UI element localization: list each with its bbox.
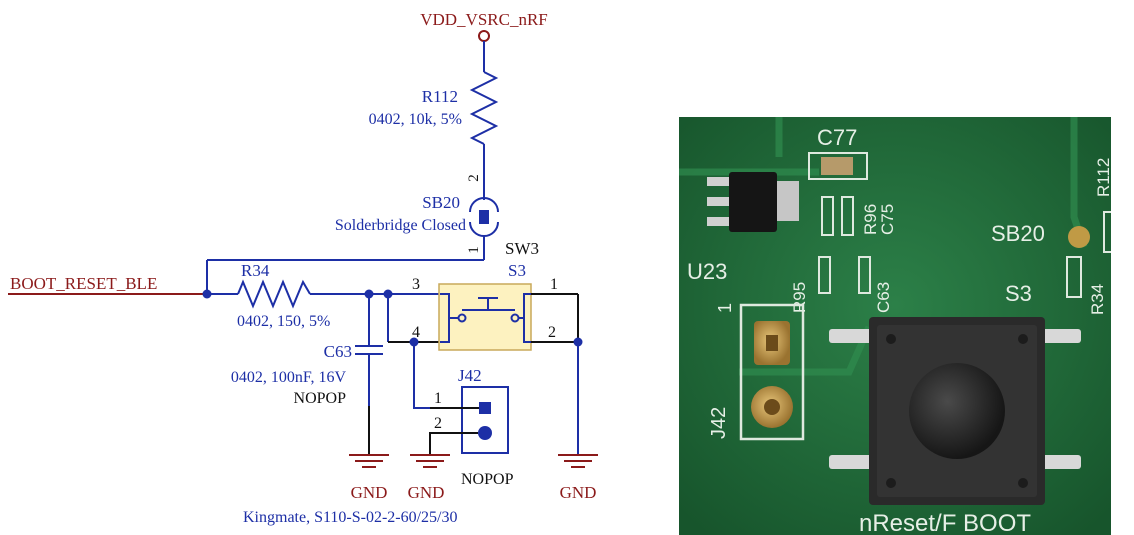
switch-right-contact (519, 293, 531, 319)
j42-outline (739, 303, 805, 441)
silk-j42: J42 (708, 407, 730, 439)
header-j42-body (461, 386, 509, 454)
header-j42-pin2 (478, 426, 492, 440)
s3-button-cap (909, 363, 1005, 459)
r96-pad (821, 196, 834, 236)
switch-right-node (510, 313, 520, 323)
u23-pad (707, 197, 729, 206)
gnd-symbol-c63 (349, 454, 389, 468)
r112-ref: R112 (422, 87, 458, 106)
u23-chip (729, 172, 777, 232)
j42-pin1-label: 1 (434, 390, 442, 407)
silk-r34: R34 (1088, 284, 1107, 315)
silk-s3: S3 (1005, 281, 1032, 306)
switch-left-contact-lower (440, 318, 450, 343)
r34-pad (1066, 256, 1082, 298)
c77-outline (808, 152, 868, 180)
c75-pad (841, 196, 854, 236)
j42-pin2-label: 2 (434, 415, 442, 432)
u23-pad (707, 217, 729, 226)
r112-value: 0402, 10k, 5% (369, 111, 462, 128)
sb20-value: Solderbridge Closed (335, 217, 466, 234)
vdd-terminal (478, 30, 490, 42)
gnd-label-switch: GND (560, 483, 597, 502)
resistor-r112 (469, 71, 499, 145)
sb20-ref: SB20 (422, 193, 460, 212)
solderbridge-sb20-bottom (469, 221, 499, 237)
gnd-symbol-switch (558, 454, 598, 468)
j42-part: Kingmate, S110-S-02-2-60/25/30 (243, 509, 458, 526)
silk-r112: R112 (1094, 158, 1111, 197)
j42-nopop: NOPOP (461, 471, 514, 488)
silk-r96: R96 (861, 204, 880, 235)
switch-pin2-label: 2 (548, 324, 556, 341)
silk-r95: R95 (790, 282, 809, 313)
u23-pad (707, 177, 729, 186)
schematic-diagram: VDD_VSRC_nRF R112 0402, 10k, 5% 2 SB20 S… (8, 10, 598, 526)
s3-leg (829, 329, 877, 343)
s3-leg (1039, 455, 1081, 469)
sb20-pin1-label: 1 (466, 246, 482, 254)
switch-right-contact-lower (523, 318, 531, 343)
r34-ref: R34 (241, 261, 270, 280)
resistor-r34 (237, 279, 311, 309)
silk-j42-pin1: 1 (715, 303, 735, 313)
wire-j42-pin2 (429, 432, 478, 454)
header-j42-pin1 (479, 402, 491, 414)
gnd-symbol-j42 (410, 454, 450, 468)
r34-value: 0402, 150, 5% (237, 313, 330, 330)
net-label-boot-reset-ble: BOOT_RESET_BLE (10, 274, 157, 293)
j42-pad1-hole (766, 335, 778, 351)
u23-pad (777, 181, 799, 221)
solderbridge-sb20-top (469, 197, 499, 213)
c77-capacitor (821, 157, 853, 175)
silk-caption: nReset/F BOOT (859, 510, 1031, 535)
gnd-label-c63: GND (351, 483, 388, 502)
sb20-solderbridge (1068, 226, 1090, 248)
c63-ref: C63 (324, 342, 352, 361)
c63-value: 0402, 100nF, 16V (231, 369, 347, 386)
silk-c75: C75 (878, 204, 897, 235)
j42-pad2-hole (764, 399, 780, 415)
r95-pad (818, 256, 831, 294)
c63-nopop: NOPOP (294, 390, 347, 407)
silk-c63: C63 (874, 282, 893, 313)
silk-sb20: SB20 (991, 221, 1045, 246)
switch-pin3-label: 3 (412, 276, 420, 293)
c63-pad (858, 256, 871, 294)
s3-corner-dot (886, 478, 896, 488)
s3-leg (829, 455, 877, 469)
r112-pad (1103, 211, 1111, 253)
silk-c77: C77 (817, 125, 857, 150)
switch-s3-body (438, 283, 532, 351)
switch-left-contact (440, 293, 458, 319)
sw3-ref: SW3 (505, 239, 539, 258)
switch-left-node (457, 313, 467, 323)
s3-ref: S3 (508, 261, 526, 280)
vdd-label: VDD_VSRC_nRF (420, 10, 548, 29)
solderbridge-sb20-link (479, 210, 489, 224)
switch-pin4-label: 4 (412, 324, 420, 341)
silk-u23: U23 (687, 259, 727, 284)
gnd-label-j42: GND (408, 483, 445, 502)
pcb-photo: U23 C77 R96 C75 R95 C63 SB20 R112 R34 S3… (679, 117, 1111, 535)
s3-leg (1039, 329, 1081, 343)
s3-corner-dot (1018, 478, 1028, 488)
s3-corner-dot (886, 334, 896, 344)
sb20-pin2-label: 2 (466, 174, 482, 182)
j42-ref: J42 (458, 366, 482, 385)
s3-corner-dot (1018, 334, 1028, 344)
switch-pin1-label: 1 (550, 276, 558, 293)
